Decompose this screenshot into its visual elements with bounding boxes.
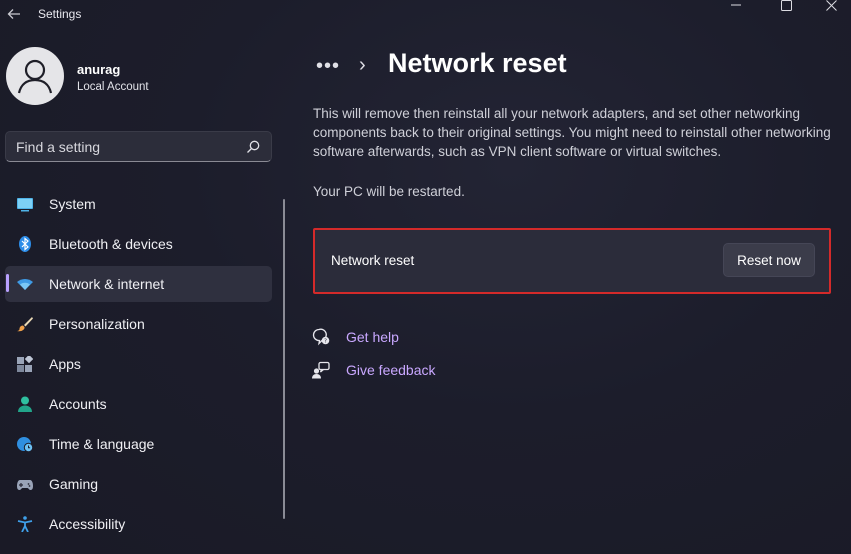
active-indicator [6, 274, 9, 292]
sidebar-item-personalization[interactable]: Personalization [5, 306, 272, 342]
globe-clock-icon [17, 437, 33, 452]
maximize-button[interactable] [763, 0, 809, 14]
sidebar-item-label: Gaming [49, 476, 99, 492]
sidebar-item-label: Time & language [49, 436, 155, 452]
account-type: Local Account [77, 81, 149, 93]
sidebar-item-system[interactable]: System [5, 186, 272, 222]
search-box[interactable] [5, 131, 272, 162]
sidebar-scrollbar[interactable] [283, 199, 285, 519]
person-icon [18, 396, 32, 412]
search-icon[interactable] [245, 139, 261, 155]
minimize-icon [731, 4, 741, 6]
monitor-icon [17, 198, 33, 212]
sidebar-item-label: Personalization [49, 316, 145, 332]
minimize-button[interactable] [713, 0, 759, 14]
sidebar-item-accounts[interactable]: Accounts [5, 386, 272, 422]
sidebar-item-time-language[interactable]: Time & language [5, 426, 272, 462]
description-text: This will remove then reinstall all your… [313, 106, 831, 159]
back-arrow-icon [7, 9, 20, 19]
back-button[interactable] [4, 4, 24, 24]
network-reset-label: Network reset [331, 253, 415, 268]
help-chat-icon: ? [312, 328, 330, 346]
give-feedback-link[interactable]: Give feedback [346, 362, 436, 378]
gamepad-icon [17, 480, 33, 490]
breadcrumb-chevron-icon: › [359, 54, 366, 76]
bluetooth-icon [19, 236, 31, 252]
avatar[interactable] [6, 47, 64, 105]
feedback-icon [312, 361, 330, 379]
wifi-icon [17, 279, 33, 290]
sidebar-item-bluetooth[interactable]: Bluetooth & devices [5, 226, 272, 262]
reset-now-button[interactable]: Reset now [723, 243, 815, 277]
sidebar-item-label: Bluetooth & devices [49, 236, 173, 252]
sidebar-item-label: Network & internet [49, 276, 165, 292]
person-avatar-icon [17, 59, 53, 94]
network-reset-card: Network reset Reset now [313, 228, 831, 294]
window-title: Settings [38, 7, 82, 21]
sidebar-item-label: Accessibility [49, 516, 126, 532]
search-input[interactable] [16, 132, 236, 161]
sidebar-item-network[interactable]: Network & internet [5, 266, 272, 302]
user-name: anurag [77, 62, 121, 77]
sidebar-item-label: System [49, 196, 96, 212]
sidebar-item-label: Apps [49, 356, 81, 372]
sidebar-item-label: Accounts [49, 396, 107, 412]
sidebar-item-apps[interactable]: Apps [5, 346, 272, 382]
apps-icon [17, 356, 33, 372]
paintbrush-icon [17, 317, 33, 332]
sidebar-item-accessibility[interactable]: Accessibility [5, 506, 272, 542]
get-help-link[interactable]: Get help [346, 329, 399, 345]
accessibility-icon [17, 516, 33, 532]
restart-note: Your PC will be restarted. [313, 184, 465, 199]
breadcrumb-overflow-button[interactable]: ••• [316, 55, 341, 77]
maximize-icon [780, 0, 792, 11]
sidebar-item-gaming[interactable]: Gaming [5, 466, 272, 502]
page-title: Network reset [388, 48, 567, 78]
close-button[interactable] [808, 0, 851, 14]
svg-text:?: ? [324, 339, 327, 345]
close-icon [825, 0, 837, 11]
